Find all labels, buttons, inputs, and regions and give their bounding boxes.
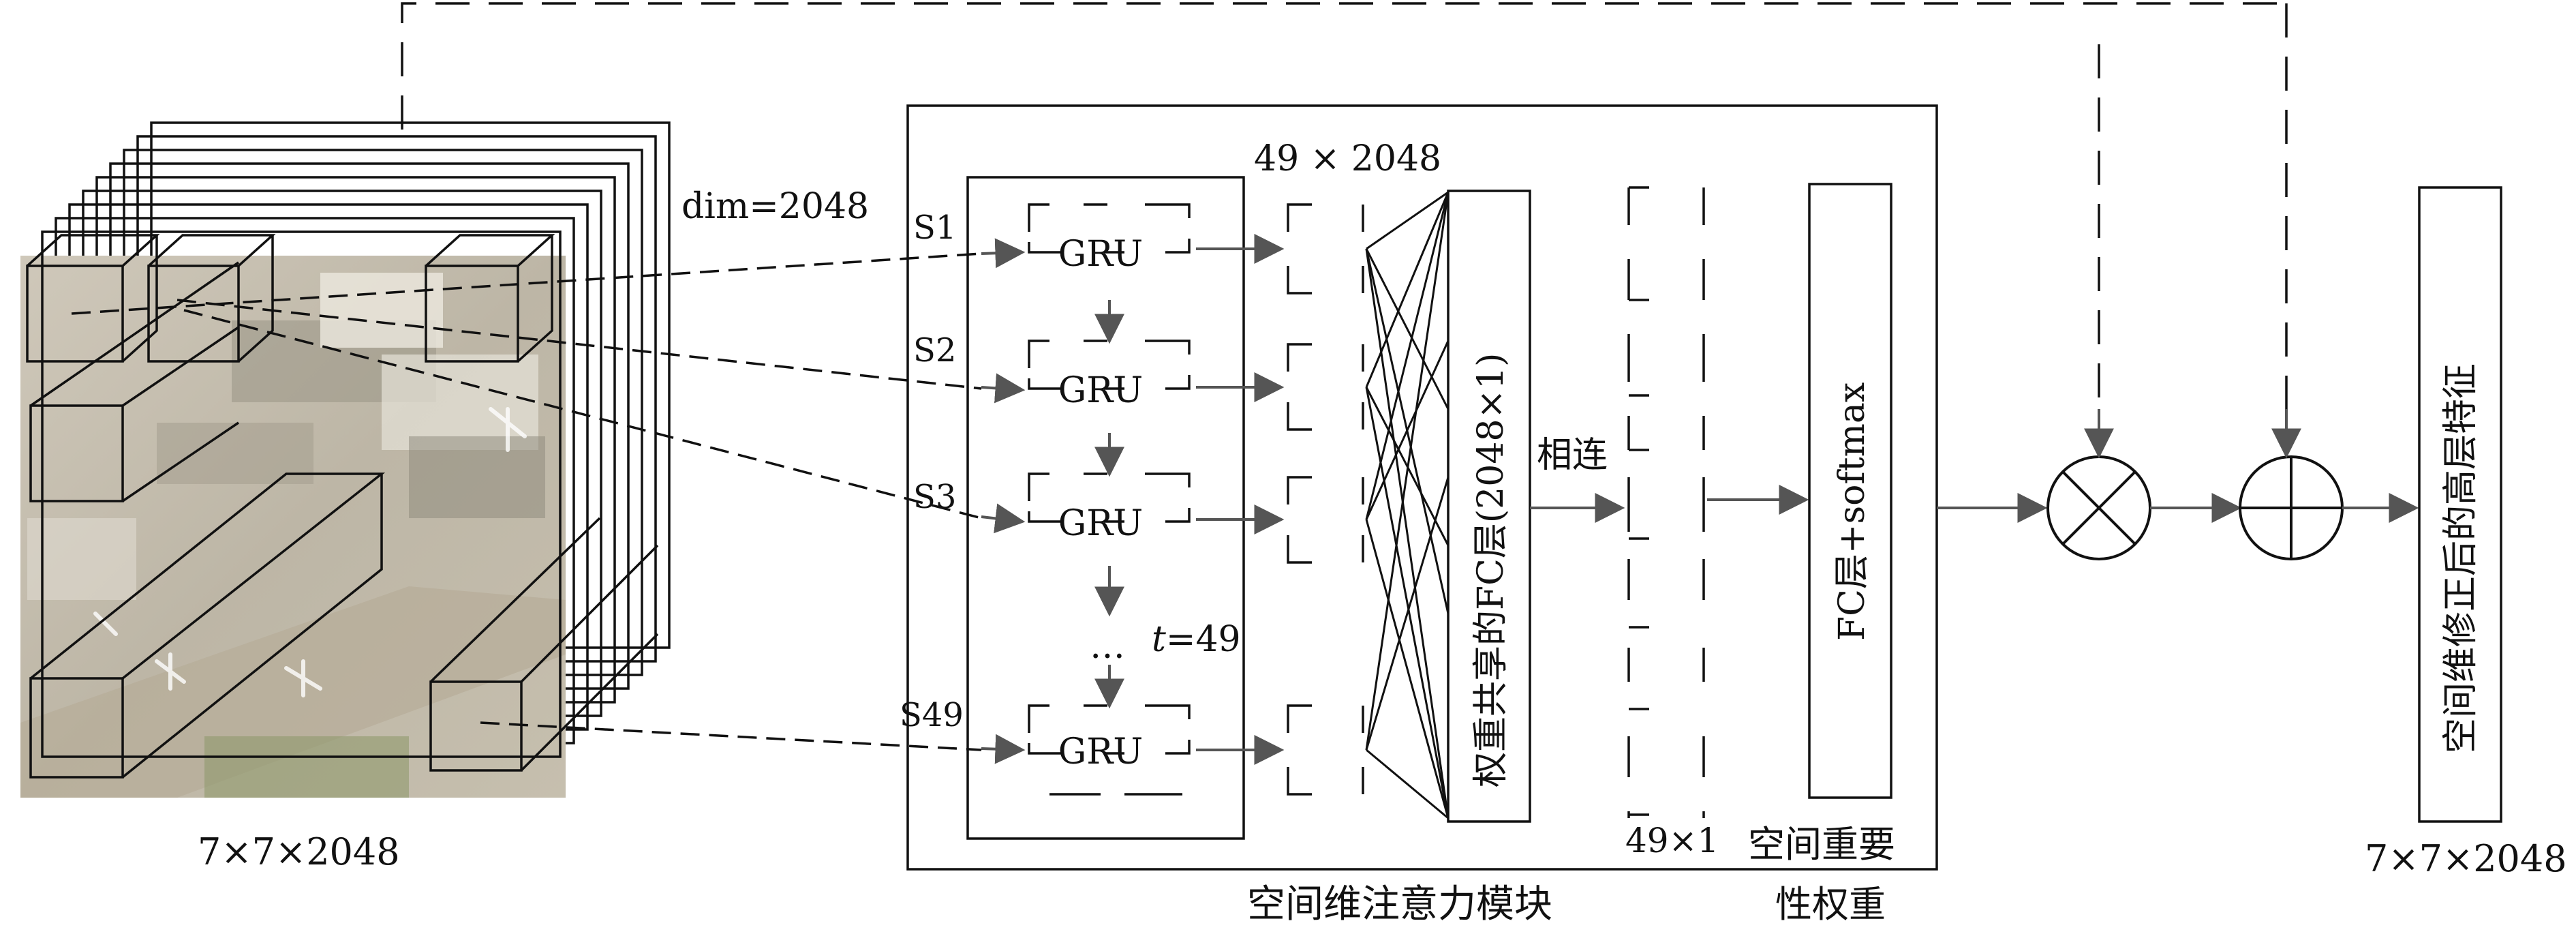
fc-softmax-box — [1808, 183, 1892, 799]
gru-blocks-shapes — [1028, 203, 1191, 796]
output-box — [2418, 186, 2502, 823]
gru-label-3: GRU — [1058, 503, 1144, 544]
gru-ellipsis: … — [1090, 626, 1125, 667]
feature-map-front — [41, 230, 562, 758]
fc-softmax-label: FC层+softmax — [1832, 382, 1873, 641]
attention-module-frame — [906, 104, 1938, 871]
output-size-label: 7×7×2048 — [2365, 837, 2567, 880]
input-arrow-heads — [981, 238, 1026, 764]
shared-fc-label: 权重共享的FC层(2048×1) — [1471, 353, 1512, 787]
gru-stack-frame — [966, 176, 1245, 840]
fc-connections — [1365, 191, 1450, 819]
hidden-dims-label: 49 × 2048 — [1254, 138, 1441, 179]
hidden-vectors — [1287, 203, 1364, 796]
aerial-image — [20, 256, 566, 798]
concat-label: 相连 — [1537, 435, 1608, 476]
input-s49-label: S49 — [900, 696, 964, 734]
weight-label-line2: 性权重 — [1775, 883, 1886, 926]
gru-output-arrows — [1196, 234, 1285, 765]
gru-t-label: t=49 — [1152, 619, 1241, 660]
dim-label: dim=2048 — [681, 186, 869, 227]
input-dashed-arrows — [71, 252, 982, 751]
concat-vector-size: 49×1 — [1625, 821, 1719, 860]
shared-fc-box — [1447, 190, 1531, 823]
weight-label-line1: 空间重要 — [1748, 823, 1895, 866]
input-s2-label: S2 — [913, 331, 956, 370]
add-icon — [2239, 455, 2344, 560]
gru-label-49: GRU — [1058, 732, 1144, 772]
skip-connections — [401, 2, 2288, 409]
input-s1-label: S1 — [913, 209, 956, 247]
multiply-icon — [2046, 455, 2151, 560]
gru-label-2: GRU — [1058, 370, 1144, 411]
feature-vectors — [26, 234, 659, 779]
module-caption: 空间维注意力模块 — [1247, 882, 1552, 927]
feature-map-size-label: 7×7×2048 — [198, 830, 400, 873]
gru-label-1: GRU — [1058, 234, 1144, 275]
output-label: 空间维修正后的高层特征 — [2440, 363, 2481, 753]
skip-arrow-heads — [2084, 409, 2301, 459]
concat-vector — [1627, 186, 1705, 818]
